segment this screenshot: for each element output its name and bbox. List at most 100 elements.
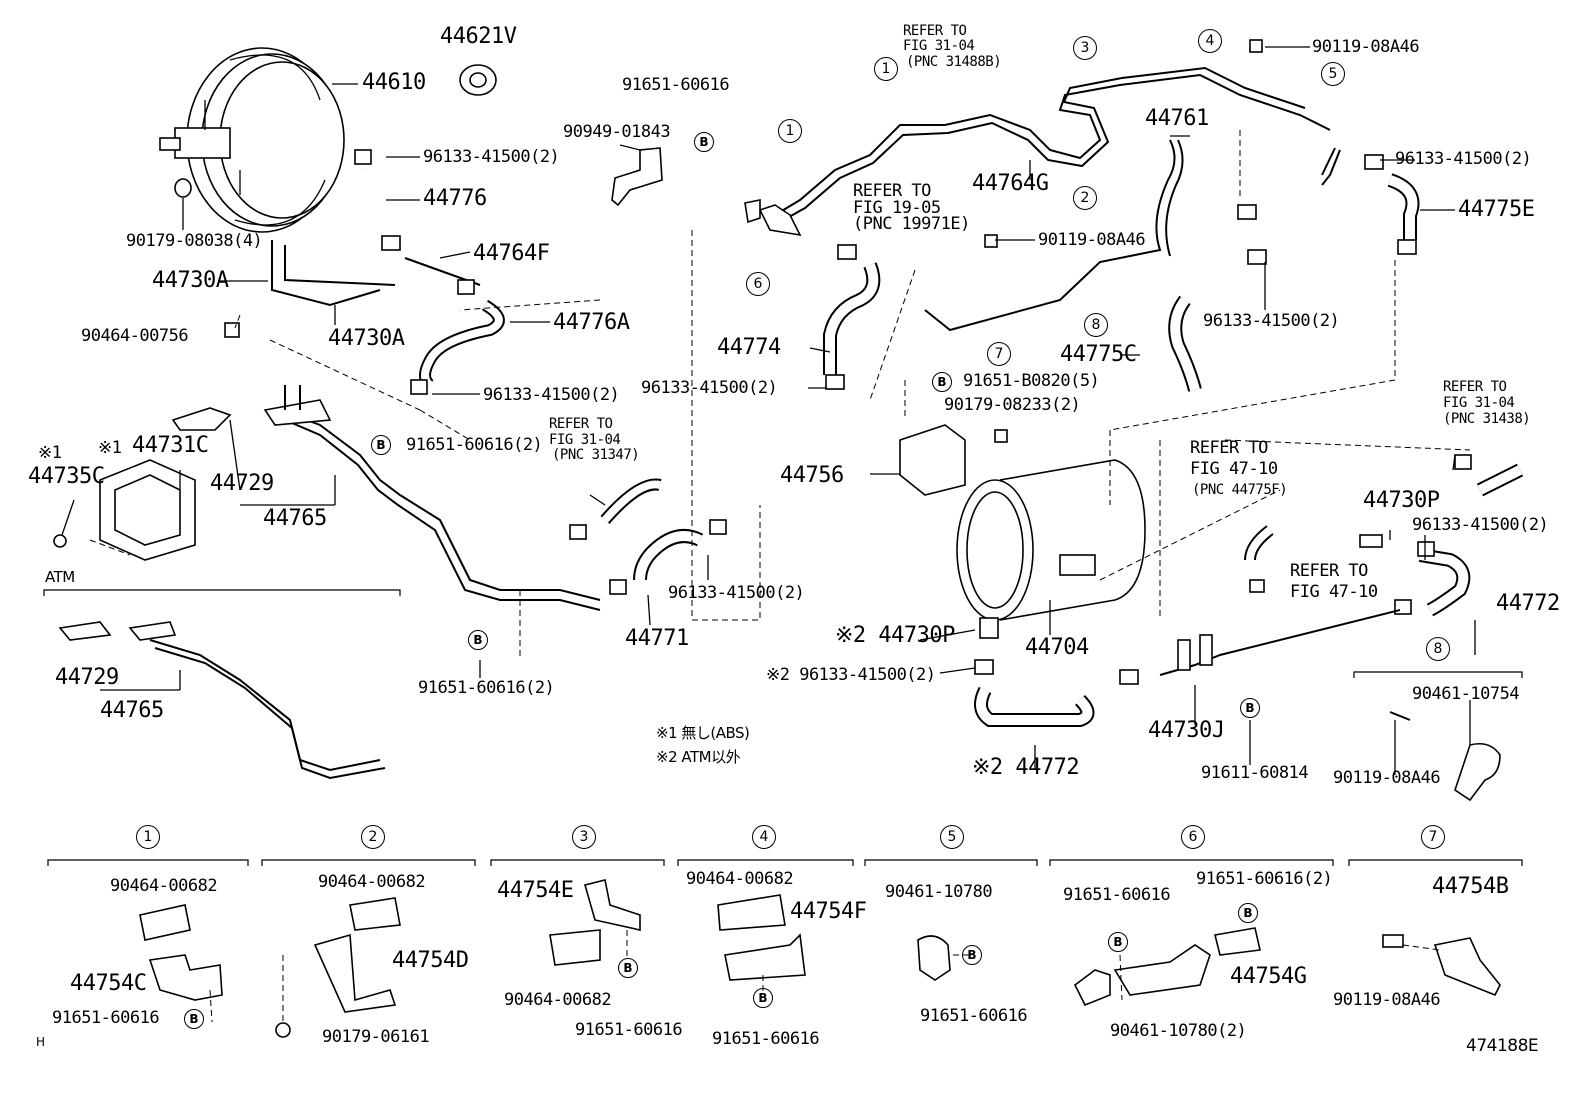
- part-label-90119-08a46-right: 90119-08A46: [1333, 768, 1441, 788]
- atm-section-label: ATM: [45, 568, 75, 586]
- part-label-91651-60616-3: 91651-60616(2): [418, 678, 555, 698]
- b-mark-detail3: B: [618, 958, 638, 978]
- part-label-44756: 44756: [780, 463, 844, 488]
- refer-47-10-line3: (PNC 44775F): [1192, 482, 1288, 498]
- part-label-44761: 44761: [1145, 106, 1209, 131]
- refer-31-04-2-line3: (PNC 31438): [1443, 411, 1531, 427]
- part-label-96133-44774: 96133-41500(2): [641, 378, 778, 398]
- detail4-90464-00682: 90464-00682: [686, 869, 794, 889]
- ref-circle-7: 7: [987, 342, 1011, 366]
- part-label-44775c: 44775C: [1060, 342, 1137, 367]
- seal-44621v: [459, 64, 497, 96]
- part-label-91651-60616-2: 91651-60616(2): [406, 435, 543, 455]
- part-label-44764g: 44764G: [972, 171, 1049, 196]
- b-mark-top: B: [694, 132, 714, 152]
- note-mark-1: ※1: [38, 443, 62, 463]
- refer-47-10-2-line2: FIG 47-10: [1290, 582, 1378, 602]
- detail-7: [1382, 934, 1501, 997]
- part-label-44776a: 44776A: [553, 310, 630, 335]
- note-2: ※2 ATM以外: [656, 748, 741, 766]
- detail3-44754e: 44754E: [497, 878, 574, 903]
- detail-2: [275, 897, 401, 1038]
- part-label-96133-mid: 96133-41500(2): [483, 385, 620, 405]
- refer-31-04-line1: REFER TO: [903, 23, 967, 39]
- refer-31-04-line3: (PNC 31488B): [906, 54, 1002, 70]
- ref-circle-1b: 1: [778, 119, 802, 143]
- detail2-90179-06161: 90179-06161: [322, 1027, 430, 1047]
- part-label-44730a-2: 44730A: [328, 326, 405, 351]
- b-mark-lower: B: [468, 630, 488, 650]
- part-label-90461-10754: 90461-10754: [1412, 684, 1520, 704]
- ref-circle-5: 5: [1321, 62, 1345, 86]
- part-label-96133-top: 96133-41500(2): [423, 147, 560, 167]
- detail5-90461-10780: 90461-10780: [885, 882, 993, 902]
- brake-booster: [159, 47, 345, 233]
- refer-47-10-2-line1: REFER TO: [1290, 561, 1368, 581]
- part-label-96133-mid2: ※2 96133-41500(2): [766, 665, 936, 685]
- ref-circle-4: 4: [1198, 29, 1222, 53]
- detail4-44754f: 44754F: [790, 899, 867, 924]
- detail2-90464-00682: 90464-00682: [318, 872, 426, 892]
- detail4-91651-60616: 91651-60616: [712, 1029, 820, 1049]
- refer-31-04-2-line1: REFER TO: [1443, 379, 1507, 395]
- part-label-44765-top: 44765: [263, 506, 327, 531]
- box-44731c: [53, 459, 196, 561]
- detail1-91651-60616: 91651-60616: [52, 1008, 160, 1028]
- b-mark-detail4: B: [753, 988, 773, 1008]
- detail5-91651-60616: 91651-60616: [920, 1006, 1028, 1026]
- part-label-91651-b0820: 91651-B0820(5): [963, 371, 1100, 391]
- part-label-91651-60616-top: 91651-60616: [622, 75, 730, 95]
- part-label-90949-01843: 90949-01843: [563, 122, 671, 142]
- part-label-90179-08038: 90179-08038(4): [126, 231, 263, 251]
- part-label-44730p-mid: ※2 44730P: [835, 623, 955, 648]
- bracket-90949: [611, 147, 663, 207]
- part-label-44774: 44774: [717, 335, 781, 360]
- detail7-90119-08a46: 90119-08A46: [1333, 990, 1441, 1010]
- ref-circle-6: 6: [746, 272, 770, 296]
- corner-mark: H: [36, 1035, 45, 1049]
- section-circle-4: 4: [752, 825, 776, 849]
- refer-31-04-line2: FIG 31-04: [903, 38, 975, 54]
- b-mark-detail6b: B: [1238, 903, 1258, 923]
- detail-6: [1073, 927, 1261, 1007]
- section-circle-3: 3: [572, 825, 596, 849]
- detail2-44754d: 44754D: [392, 948, 469, 973]
- part-label-96133-r2: 96133-41500(2): [1412, 515, 1549, 535]
- part-label-44765-atm: 44765: [100, 698, 164, 723]
- b-mark-detail6a: B: [1108, 932, 1128, 952]
- refer-31-04-3-line1: REFER TO: [549, 416, 613, 432]
- detail1-44754c: 44754C: [70, 971, 147, 996]
- part-label-44730p-right: 44730P: [1363, 488, 1440, 513]
- ref-circle-3: 3: [1073, 36, 1097, 60]
- b-mark-detail5: B: [962, 945, 982, 965]
- detail-4: [717, 894, 806, 995]
- part-label-96133-44775c: 96133-41500(2): [1203, 311, 1340, 331]
- refer-19-05-line2: FIG 19-05: [853, 198, 941, 218]
- b-mark-44730j: B: [1240, 698, 1260, 718]
- tube-44761: [924, 139, 1176, 332]
- tank-44704: [956, 459, 1146, 621]
- part-label-44610: 44610: [362, 70, 426, 95]
- part-label-44621v: 44621V: [440, 24, 517, 49]
- ref-circle-8b: 8: [1426, 637, 1450, 661]
- part-label-44771: 44771: [625, 626, 689, 651]
- part-label-90179-08233: 90179-08233(2): [944, 395, 1081, 415]
- section-circle-7: 7: [1421, 825, 1445, 849]
- detail6-91651-60616: 91651-60616: [1063, 885, 1171, 905]
- part-label-96133-44771: 96133-41500(2): [668, 583, 805, 603]
- ref-circle-8: 8: [1084, 313, 1108, 337]
- detail6-90461-10780: 90461-10780(2): [1110, 1021, 1247, 1041]
- note-1: ※1 無し(ABS): [656, 724, 750, 742]
- part-label-44730j: 44730J: [1148, 718, 1225, 743]
- part-label-44729-top: 44729: [210, 471, 274, 496]
- part-label-90119-08a46-top: 90119-08A46: [1312, 37, 1420, 57]
- detail7-44754b: 44754B: [1432, 874, 1509, 899]
- brake-tubes-upper: [744, 66, 1331, 237]
- part-label-90119-08a46-mid: 90119-08A46: [1038, 230, 1146, 250]
- note-mark-1b: ※1: [98, 438, 122, 458]
- refer-19-05-line3: (PNC 19971E): [853, 214, 970, 234]
- ref-circle-1: 1: [874, 57, 898, 81]
- refer-31-04-2-line2: FIG 31-04: [1443, 395, 1515, 411]
- detail6-44754g: 44754G: [1230, 964, 1307, 989]
